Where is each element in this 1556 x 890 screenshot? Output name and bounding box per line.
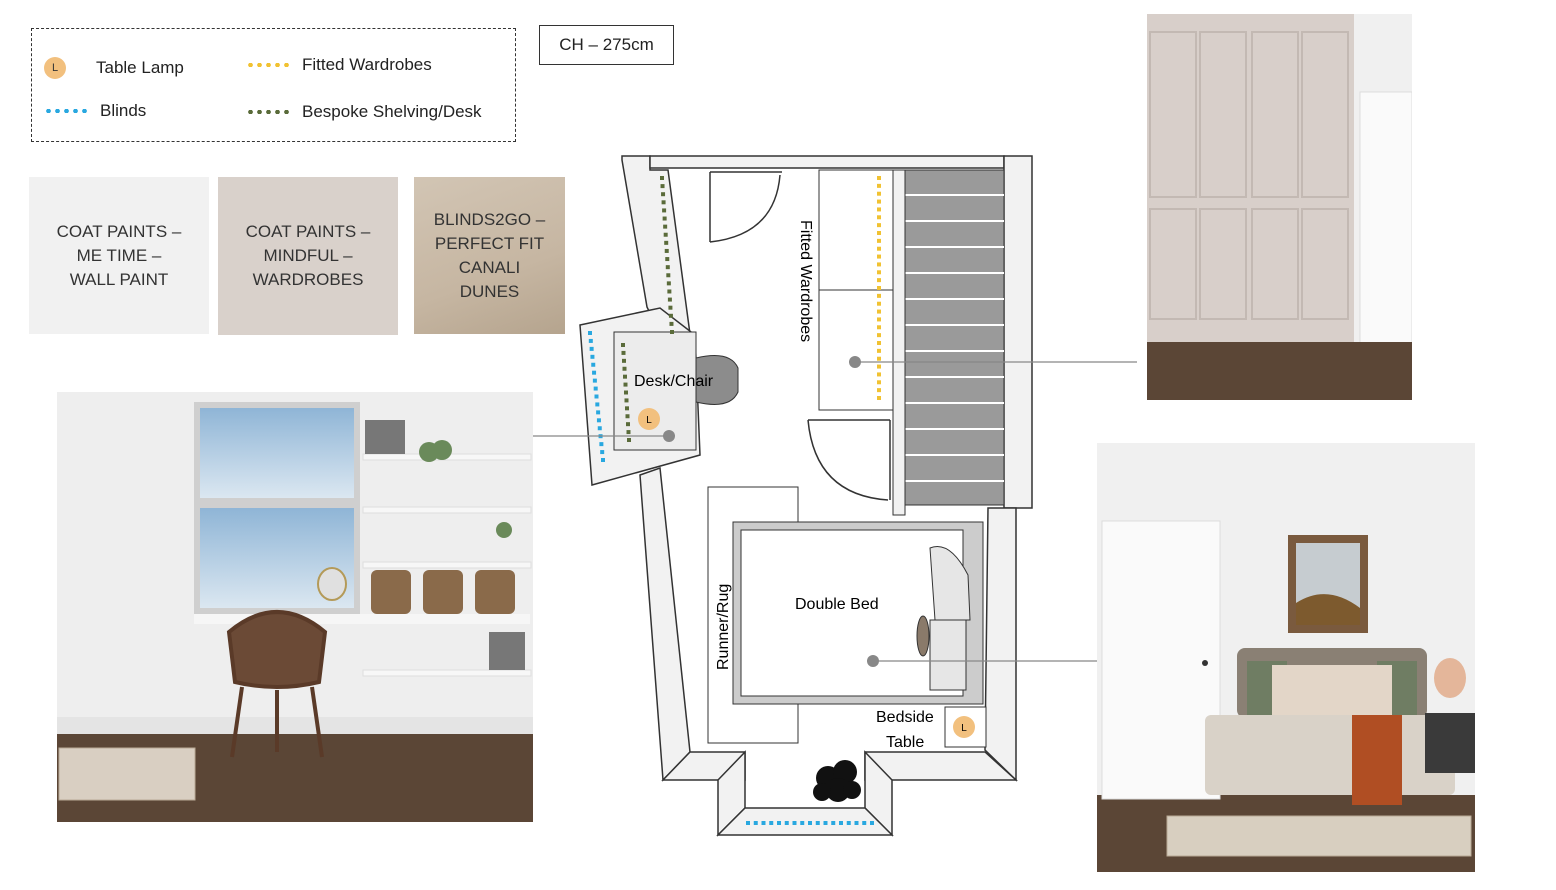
swatch-label: BLINDS2GO – PERFECT FIT CANALI DUNES <box>433 209 546 301</box>
legend: L Table Lamp Fitted Wardrobes Blinds Bes… <box>31 28 516 142</box>
double-bed-label: Double Bed <box>795 596 879 613</box>
wardrobe-dots-icon <box>246 63 292 67</box>
wall-right-lower <box>984 507 1017 782</box>
svg-text:L: L <box>961 723 967 734</box>
legend-label: Table Lamp <box>96 58 184 77</box>
legend-label: Fitted Wardrobes <box>302 55 432 74</box>
baskets <box>371 570 515 614</box>
bedside-label-2: Table <box>886 734 924 751</box>
wall-top <box>649 155 1005 169</box>
table-lamp-icon: L <box>44 57 66 79</box>
blinds-dots-icon <box>44 109 90 113</box>
door <box>1359 91 1412 345</box>
staircase <box>904 169 1005 506</box>
legend-label: Bespoke Shelving/Desk <box>302 102 482 121</box>
swatch-wardrobe-paint: COAT PAINTS – MINDFUL – WARDROBES <box>218 177 398 335</box>
svg-text:L: L <box>646 415 652 426</box>
bespoke-dots-icon <box>246 110 292 114</box>
door <box>1101 520 1221 800</box>
fitted-wardrobes-label: Fitted Wardrobes <box>797 220 814 342</box>
wall-left-upper <box>621 155 691 335</box>
wardrobe-render <box>1147 14 1412 400</box>
swatch-blinds-fabric: BLINDS2GO – PERFECT FIT CANALI DUNES <box>414 177 565 334</box>
legend-blinds: Blinds <box>44 101 146 121</box>
legend-fitted-wardrobes: Fitted Wardrobes <box>246 55 432 75</box>
legend-table-lamp: L Table Lamp <box>44 57 184 79</box>
legend-bespoke: Bespoke Shelving/Desk <box>246 102 482 122</box>
ceiling-height-label: CH – 275cm <box>539 25 674 65</box>
bedside-label-1: Bedside <box>876 709 934 726</box>
chair <box>226 610 328 758</box>
swatch-wall-paint: COAT PAINTS – ME TIME – WALL PAINT <box>29 177 209 334</box>
desk-chair-label: Desk/Chair <box>634 373 714 390</box>
blinds-bottom-line <box>746 821 874 825</box>
callout-lines <box>533 361 1137 662</box>
swatch-label: COAT PAINTS – MINDFUL – WARDROBES <box>245 222 371 289</box>
desk-area-render <box>57 392 533 822</box>
rug <box>1166 815 1472 857</box>
table-lamp-bedside-icon: L <box>953 716 975 738</box>
door-swing-wardrobe <box>807 419 891 501</box>
wall-right <box>1003 155 1033 509</box>
fitted-wardrobes <box>818 169 894 411</box>
window-bay-bottom <box>716 807 894 836</box>
table-lamp-desk-icon: L <box>638 408 660 430</box>
chair <box>695 355 739 405</box>
legend-label: Blinds <box>100 101 147 120</box>
runner-rug-label: Runner/Rug <box>715 584 732 670</box>
swatch-label: COAT PAINTS – ME TIME – WALL PAINT <box>56 221 182 289</box>
plant-icon <box>813 760 861 802</box>
bespoke-desk-line <box>621 343 631 442</box>
door-swing-top <box>709 171 782 243</box>
pillow <box>929 546 971 621</box>
rug <box>58 747 196 801</box>
fitted-wardrobes-line <box>877 176 881 400</box>
bespoke-shelving-line <box>660 176 674 334</box>
bedroom-render <box>1097 443 1475 872</box>
wall-left-lower <box>639 466 691 782</box>
